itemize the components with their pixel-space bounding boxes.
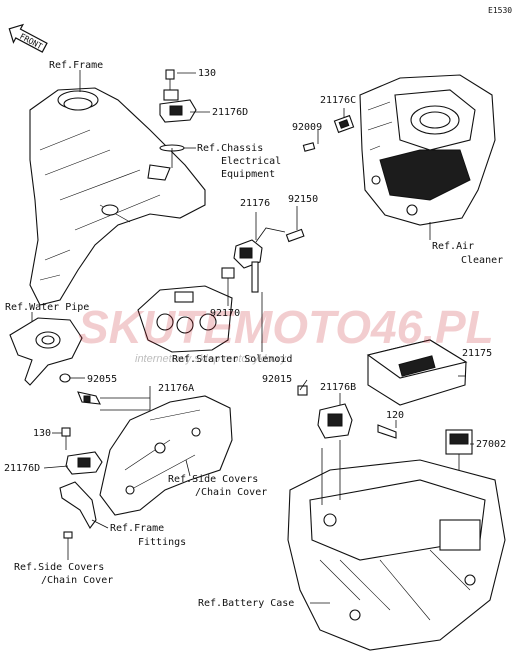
label-92150: 92150 bbox=[288, 194, 318, 205]
front-arrow-icon: FRONT bbox=[8, 23, 48, 53]
label-21176: 21176 bbox=[240, 198, 270, 209]
battery-cover-21175-drawing bbox=[366, 339, 468, 406]
starter-solenoid-drawing bbox=[137, 285, 233, 353]
sensor-21176D-top-drawing bbox=[159, 69, 197, 168]
label-92055: 92055 bbox=[87, 374, 117, 385]
label-27002: 27002 bbox=[476, 439, 506, 450]
label-92009: 92009 bbox=[292, 122, 322, 133]
label-ref-starter: Ref.Starter Solenoid bbox=[172, 354, 292, 365]
label-92170: 92170 bbox=[210, 308, 240, 319]
label-ref-air-2: Cleaner bbox=[461, 255, 503, 266]
leader-lines bbox=[31, 70, 474, 604]
watermark-tagline: internetowy sklep motocyklowy bbox=[135, 353, 288, 365]
label-ref-frame-fittings-1: Ref.Frame bbox=[110, 523, 164, 534]
label-ref-side-covers-b2: /Chain Cover bbox=[41, 575, 113, 586]
label-21176B: 21176B bbox=[320, 382, 356, 393]
diagram-code: E1530 bbox=[488, 6, 512, 15]
sensor-21176C-drawing bbox=[302, 114, 355, 152]
label-ref-battery-case: Ref.Battery Case bbox=[198, 598, 294, 609]
label-ref-side-covers-1: Ref.Side Covers bbox=[168, 474, 258, 485]
relay-27002-drawing bbox=[445, 429, 473, 490]
air-cleaner-drawing bbox=[359, 74, 496, 226]
label-ref-chassis-3: Equipment bbox=[221, 169, 275, 180]
label-ref-side-covers-b1: Ref.Side Covers bbox=[14, 562, 104, 573]
label-21176D-bottom: 21176D bbox=[4, 463, 40, 474]
label-130-bottom: 130 bbox=[33, 428, 51, 439]
label-ref-air-1: Ref.Air bbox=[432, 241, 474, 252]
callout-labels: Ref.Frame 130 21176D Ref.Chassis Electri… bbox=[4, 60, 506, 609]
label-ref-frame: Ref.Frame bbox=[49, 60, 103, 71]
battery-case-drawing bbox=[287, 440, 506, 651]
label-21175: 21175 bbox=[462, 348, 492, 359]
side-cover-bracket-drawing bbox=[99, 395, 233, 516]
label-21176A: 21176A bbox=[158, 383, 194, 394]
label-130-top: 130 bbox=[198, 68, 216, 79]
label-ref-side-covers-2: /Chain Cover bbox=[195, 487, 267, 498]
label-ref-chassis-2: Electrical bbox=[221, 156, 281, 167]
label-120: 120 bbox=[386, 410, 404, 421]
label-21176D-top: 21176D bbox=[212, 107, 248, 118]
label-ref-frame-fittings-2: Fittings bbox=[138, 537, 186, 548]
water-pipe-drawing bbox=[9, 317, 101, 405]
label-92015: 92015 bbox=[262, 374, 292, 385]
watermark-brand: SKUTEMOTO46.PL bbox=[78, 301, 494, 353]
label-ref-chassis-1: Ref.Chassis bbox=[197, 143, 263, 154]
frame-drawing bbox=[29, 87, 206, 306]
sensor-21176-drawing bbox=[221, 227, 305, 295]
sensor-21176B-drawing bbox=[297, 385, 397, 439]
label-21176C: 21176C bbox=[320, 95, 356, 106]
label-ref-water-pipe: Ref.Water Pipe bbox=[5, 302, 89, 313]
